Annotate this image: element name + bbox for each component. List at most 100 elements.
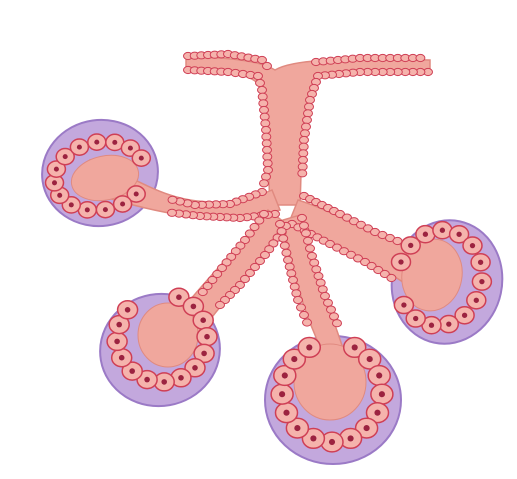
- top-left-duct-lower-cell-25: [262, 173, 271, 180]
- acinus-3-nucleus-7: [329, 439, 335, 445]
- acinus-3-nucleus-1: [367, 356, 373, 362]
- lower-left-branch-outer-cell-0: [260, 210, 269, 217]
- acinus-2-nucleus-4: [201, 351, 207, 357]
- top-left-duct-lower-cell-23: [263, 160, 272, 167]
- acinus-1-nucleus-13: [139, 156, 144, 161]
- acinus-3-nucleus-4: [374, 410, 380, 416]
- acinus-2-nucleus-1: [191, 304, 197, 310]
- acinus-4-nucleus-13: [401, 302, 406, 307]
- acinus-3-nucleus-0: [352, 344, 358, 350]
- middle-branch-right-cell-12: [324, 299, 333, 306]
- acinus-3-nucleus-2: [376, 372, 382, 378]
- middle-branch-left-cell-9: [290, 283, 299, 290]
- acinus-4-nucleus-6: [478, 260, 483, 265]
- middle-branch-left-cell-6: [285, 263, 294, 270]
- top-right-duct-lower-cell-27: [299, 150, 308, 157]
- middle-branch-right-cell-0: [298, 214, 307, 221]
- lower-left-branch-inner-cell-14: [216, 301, 225, 308]
- acinus-4-nucleus-11: [429, 323, 434, 328]
- top-left-duct-lower-cell-26: [260, 180, 269, 187]
- middle-branch-left-cell-12: [297, 304, 306, 311]
- acinus-4-nucleus-7: [479, 279, 484, 284]
- acinus-2-nucleus-5: [192, 365, 198, 371]
- acinus-4-nucleus-10: [446, 321, 451, 326]
- acinus-1-nucleus-10: [94, 140, 99, 145]
- acinus-2-nucleus-12: [116, 322, 122, 328]
- acinus-2-nucleus-7: [161, 379, 167, 385]
- middle-branch-right-cell-4: [306, 245, 315, 252]
- middle-branch-left-cell-10: [292, 290, 301, 297]
- top-left-duct-lower-cell-24: [264, 166, 273, 173]
- acinus-2-nucleus-8: [144, 377, 150, 383]
- middle-branch-right-cell-8: [314, 272, 323, 279]
- acinus-4-nucleus-4: [456, 232, 461, 237]
- top-right-duct-lower-cell-20: [305, 103, 314, 110]
- acinus-1-nucleus-4: [69, 202, 74, 207]
- acinus-1-nucleus-12: [128, 146, 133, 151]
- top-left-duct-lower-cell-15: [260, 106, 269, 113]
- acinus-3-nucleus-13: [291, 356, 297, 362]
- acinus-1-nucleus-5: [57, 193, 62, 198]
- middle-branch-left-cell-2: [279, 235, 288, 242]
- middle-branch-left-cell-13: [300, 311, 309, 318]
- acinus-2-nucleus-13: [125, 307, 131, 313]
- top-right-duct-lower-cell-24: [301, 130, 310, 137]
- acinus-4-nucleus-3: [440, 228, 445, 233]
- acinus-3-nucleus-14: [306, 344, 312, 350]
- middle-branch-right-cell-5: [308, 252, 317, 259]
- middle-branch-right-cell-2: [302, 230, 311, 237]
- acinus-1-nucleus-7: [54, 167, 59, 172]
- acinus-1-nucleus-11: [112, 140, 117, 145]
- middle-branch-left-cell-11: [294, 296, 303, 303]
- middle-branch-left-cell-14: [303, 319, 312, 326]
- top-right-duct-lower-cell-28: [299, 156, 308, 163]
- acinus-2-nucleus-9: [129, 368, 135, 374]
- middle-branch-right-cell-6: [310, 259, 319, 266]
- left-branch-upper-cell-13: [168, 196, 177, 203]
- acinus-1-nucleus-9: [77, 145, 82, 150]
- lower-left-branch-outer-cell-13: [198, 288, 207, 295]
- acinus-4-nucleus-5: [470, 243, 475, 248]
- middle-branch-left-cell-5: [284, 256, 293, 263]
- top-left-duct-lower-cell-10: [254, 72, 263, 79]
- middle-branch-left-cell-4: [282, 249, 291, 256]
- top-right-duct-lower-cell-19: [306, 96, 315, 103]
- acinus-1-nucleus-2: [103, 207, 108, 212]
- acinus-4-nucleus-9: [462, 313, 467, 318]
- middle-branch-left-cell-1: [277, 228, 286, 235]
- acinus-4-nucleus-2: [423, 232, 428, 237]
- middle-branch-right-cell-10: [318, 286, 327, 293]
- acinus-1-nucleus-0: [134, 191, 139, 196]
- top-right-duct-lower-cell-22: [303, 116, 312, 123]
- middle-branch-left-cell-3: [280, 242, 289, 249]
- acinus-4-nucleus-0: [398, 259, 403, 264]
- acinus-4-nucleus-8: [474, 298, 479, 303]
- top-left-duct-lower-cell-21: [263, 146, 272, 153]
- top-left-duct-lower-cell-13: [258, 93, 267, 100]
- lower-left-branch-outer-cell-1: [255, 217, 264, 224]
- acinus-1-nucleus-6: [52, 180, 57, 185]
- middle-branch-left-cell-8: [289, 276, 298, 283]
- acinus-2-nucleus-0: [176, 294, 182, 300]
- acinus-3-nucleus-12: [282, 372, 288, 378]
- acinus-3-nucleus-9: [294, 425, 300, 431]
- middle-branch-right-cell-1: [300, 222, 309, 229]
- acinus-3-nucleus-10: [283, 410, 289, 416]
- top-right-duct-lower-cell-23: [302, 123, 311, 130]
- middle-branch-right-cell-14: [330, 313, 339, 320]
- acinus-1-nucleus-3: [85, 207, 90, 212]
- acinus-3-nucleus-6: [348, 435, 354, 441]
- top-right-duct-lower-cell-21: [304, 110, 313, 117]
- middle-branch-right-cell-9: [316, 279, 325, 286]
- middle-branch-left-cell-0: [276, 220, 285, 227]
- acinus-2-nucleus-11: [114, 339, 120, 345]
- acinus-1-nucleus-8: [63, 154, 68, 159]
- middle-branch-right-cell-11: [321, 292, 330, 299]
- top-left-duct-lower-cell-20: [262, 140, 271, 147]
- top-left-duct-upper-cell-12: [263, 62, 272, 69]
- top-left-duct-lower-cell-11: [256, 79, 265, 86]
- acinus-2-nucleus-10: [119, 355, 125, 361]
- acinus-3-nucleus-3: [379, 391, 385, 397]
- left-branch-lower-cell-15: [168, 209, 177, 216]
